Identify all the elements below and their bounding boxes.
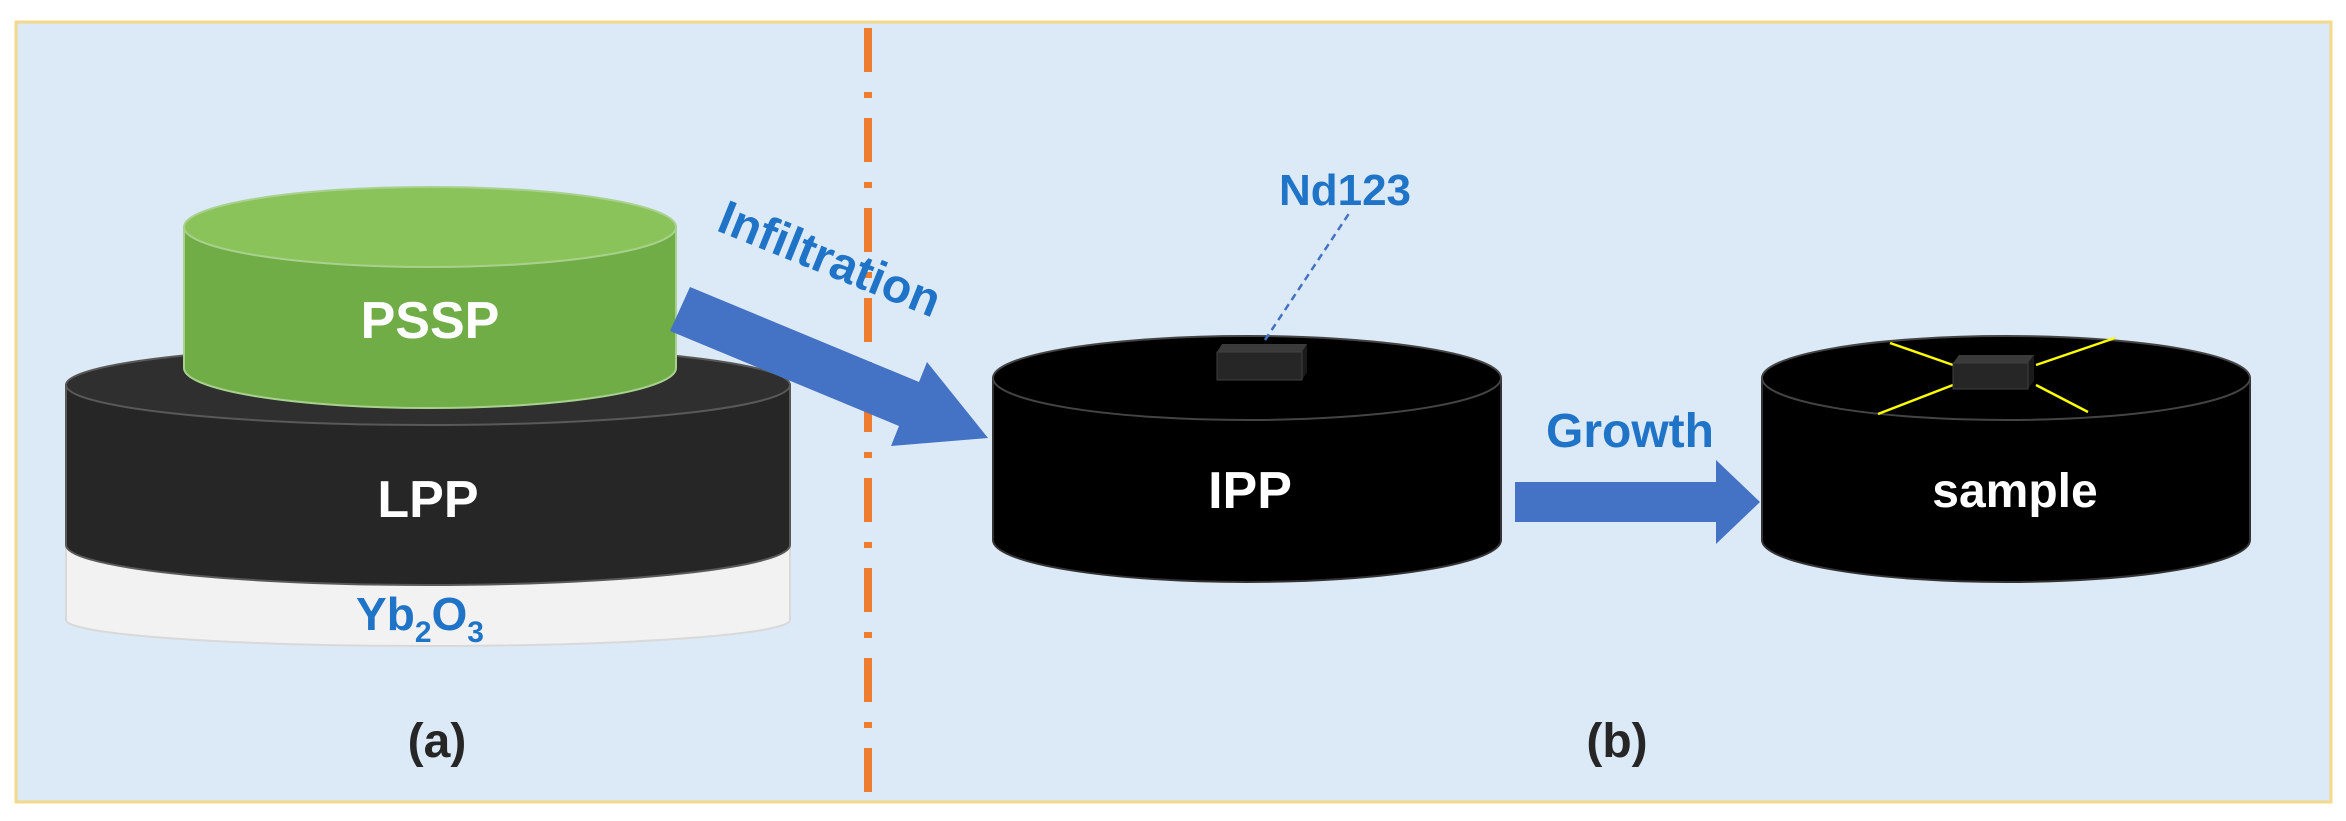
caption-a: (a) <box>408 715 467 768</box>
growth-sector-line <box>2035 383 2089 414</box>
growth-sector-line <box>2035 336 2116 367</box>
growth-label: Growth <box>1546 405 1714 458</box>
seed-leader-line <box>1263 211 1352 341</box>
growth-arrow <box>1515 460 1760 544</box>
pssp-label: PSSP <box>361 292 500 350</box>
infiltration-arrow <box>670 287 988 446</box>
growth-sector-line <box>1877 383 1954 416</box>
yb2o3-label: Yb2O3 <box>356 588 484 649</box>
lpp-label: LPP <box>377 471 478 529</box>
ipp-label: IPP <box>1208 462 1292 520</box>
nd123-seed <box>1216 344 1307 381</box>
panel-a: PSSP LPP Yb2O3 (a) <box>65 186 791 768</box>
pssp-disk <box>183 186 677 409</box>
nd123-label: Nd123 <box>1279 166 1411 215</box>
sample-seed <box>1952 355 2034 390</box>
growth-sector-line <box>1889 341 1954 367</box>
sample-pellet <box>1761 335 2251 583</box>
caption-b: (b) <box>1586 715 1647 768</box>
panel-b: Nd123 IPP Growth sample (b) <box>992 166 2251 768</box>
sample-label: sample <box>1932 465 2097 518</box>
